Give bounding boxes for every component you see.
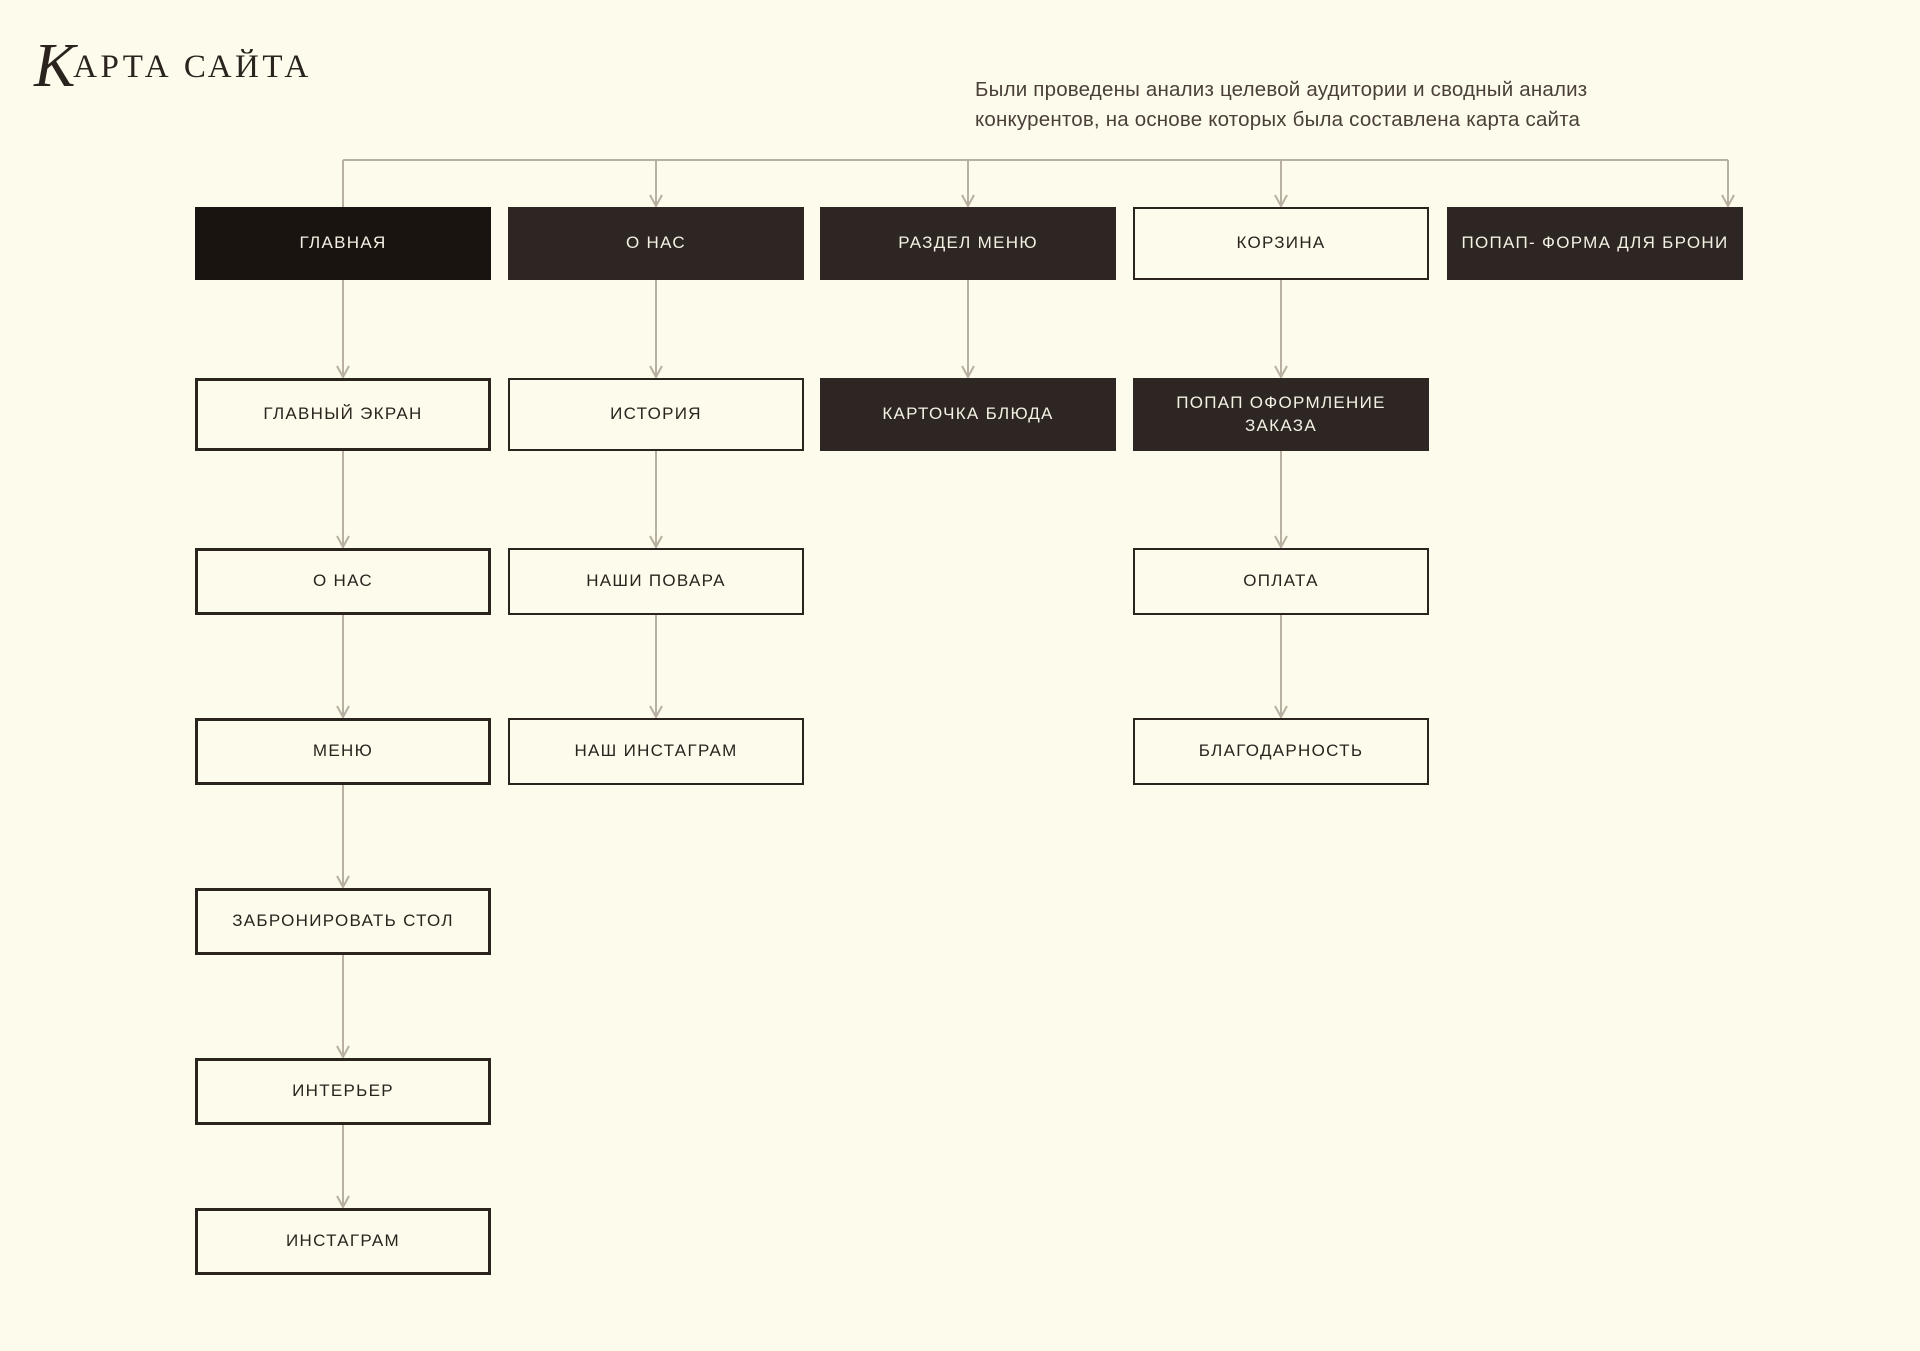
arrow-head [649, 365, 663, 380]
node-label: ПОПАП- ФОРМА ДЛЯ БРОНИ [1461, 233, 1729, 253]
node-istoriya[interactable]: ИСТОРИЯ [508, 378, 804, 451]
node-blagodarnost[interactable]: БЛАГОДАРНОСТЬ [1133, 718, 1429, 785]
node-instagram-our[interactable]: НАШ ИНСТАГРАМ [508, 718, 804, 785]
node-label: ОПЛАТА [1243, 571, 1319, 591]
node-label: ИНСТАГРАМ [286, 1231, 400, 1251]
logo-swash-letter: К [34, 32, 76, 100]
node-o-nas[interactable]: О НАС [195, 548, 491, 615]
arrow-head [649, 705, 663, 720]
node-label: ГЛАВНАЯ [299, 233, 387, 253]
page-title: КАРТА САЙТА [34, 35, 312, 97]
node-label: КАРТОЧКА БЛЮДА [882, 404, 1054, 424]
node-label: КОРЗИНА [1236, 233, 1326, 253]
node-zabronirovat[interactable]: ЗАБРОНИРОВАТЬ СТОЛ [195, 888, 491, 955]
node-label: О НАС [626, 233, 686, 253]
node-label: ГЛАВНЫЙ ЭКРАН [263, 404, 423, 424]
arrow-head [1721, 194, 1735, 209]
node-label: О НАС [313, 571, 373, 591]
arrow-head [336, 875, 350, 890]
node-popap-zakaz[interactable]: ПОПАП ОФОРМЛЕНИЕ ЗАКАЗА [1133, 378, 1429, 451]
node-glavny-ekran[interactable]: ГЛАВНЫЙ ЭКРАН [195, 378, 491, 451]
intro-line-1: Были проведены анализ целевой аудитории … [975, 78, 1588, 101]
node-label: ИНТЕРЬЕР [292, 1081, 394, 1101]
node-korzina[interactable]: КОРЗИНА [1133, 207, 1429, 280]
node-label: РАЗДЕЛ МЕНЮ [898, 233, 1038, 253]
logo-text: АРТА САЙТА [73, 49, 312, 85]
arrow-head [1274, 365, 1288, 380]
intro-line-2: конкурентов, на основе которых была сост… [975, 107, 1581, 131]
arrow-head [336, 705, 350, 720]
arrow-head [336, 365, 350, 380]
arrow-head [336, 535, 350, 550]
node-menu[interactable]: МЕНЮ [195, 718, 491, 785]
node-label: НАШИ ПОВАРА [586, 571, 726, 591]
node-nashi-povara[interactable]: НАШИ ПОВАРА [508, 548, 804, 615]
node-glavnaya[interactable]: ГЛАВНАЯ [195, 207, 491, 280]
node-instagram[interactable]: ИНСТАГРАМ [195, 1208, 491, 1275]
node-label: НАШ ИНСТАГРАМ [574, 741, 738, 761]
node-oplata[interactable]: ОПЛАТА [1133, 548, 1429, 615]
arrow-head [336, 1195, 350, 1210]
intro-paragraph: Были проведены анализ целевой аудитории … [975, 75, 1725, 134]
arrow-head [1274, 194, 1288, 209]
arrow-head [1274, 705, 1288, 720]
arrow-head [649, 535, 663, 550]
node-label: ЗАБРОНИРОВАТЬ СТОЛ [232, 911, 454, 931]
arrow-head [961, 194, 975, 209]
arrow-head [649, 194, 663, 209]
arrow-head [336, 1045, 350, 1060]
node-popap-broni[interactable]: ПОПАП- ФОРМА ДЛЯ БРОНИ [1447, 207, 1743, 280]
node-kartochka[interactable]: КАРТОЧКА БЛЮДА [820, 378, 1116, 451]
node-razdel-menu[interactable]: РАЗДЕЛ МЕНЮ [820, 207, 1116, 280]
arrow-head [1274, 535, 1288, 550]
arrow-head [961, 365, 975, 380]
node-label: МЕНЮ [312, 741, 374, 761]
node-label: ПОПАП ОФОРМЛЕНИЕ ЗАКАЗА [1176, 393, 1386, 435]
node-label: ИСТОРИЯ [610, 404, 702, 424]
node-interier[interactable]: ИНТЕРЬЕР [195, 1058, 491, 1125]
node-label: БЛАГОДАРНОСТЬ [1198, 741, 1364, 761]
node-o-nas-top[interactable]: О НАС [508, 207, 804, 280]
